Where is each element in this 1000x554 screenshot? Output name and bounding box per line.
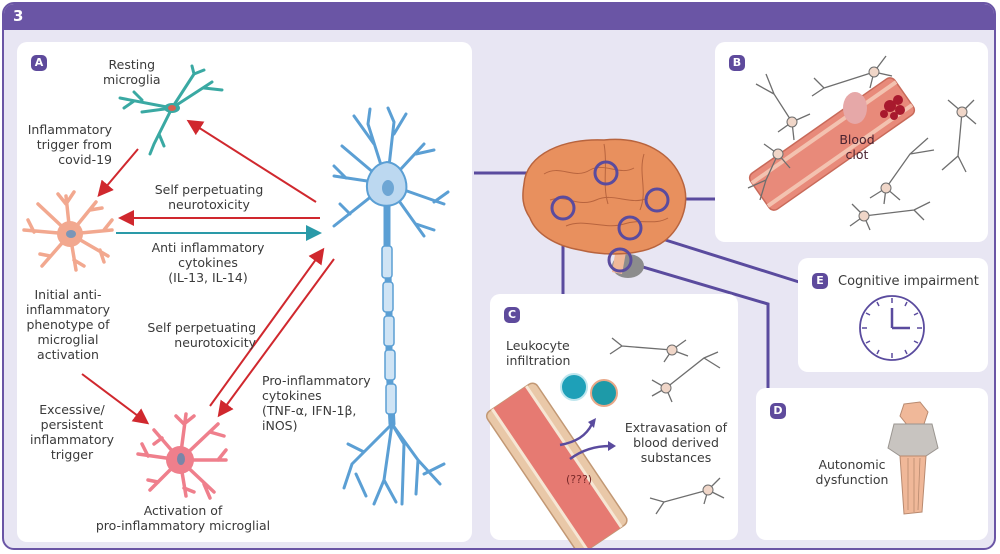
label-extravasation: Extravasation of blood derived substance… <box>616 420 736 465</box>
brain-marker-d <box>607 247 633 273</box>
medulla-lines <box>907 457 921 512</box>
panel-d-badge: D <box>770 403 786 419</box>
neurons-panel-b <box>747 55 977 231</box>
line: trigger <box>50 447 94 462</box>
myelin-sheaths <box>381 245 397 415</box>
brain-marker-c <box>550 195 576 221</box>
line: microglial <box>37 332 99 347</box>
clot-bulge <box>843 92 867 124</box>
line: persistent <box>40 417 104 432</box>
label-unknown: (???) <box>566 473 593 486</box>
line: Autonomic <box>818 457 886 472</box>
neurons-panel-c <box>609 337 725 515</box>
line: Leukocyte <box>506 338 570 353</box>
pro-inflammatory-microglia-nucleus <box>177 453 185 465</box>
line: clot <box>845 147 869 162</box>
brainstem-icon <box>887 401 939 515</box>
line: iNOS) <box>262 418 298 433</box>
neuron-nucleus <box>382 180 394 196</box>
line: (TNF-α, IFN-1β, <box>262 403 357 418</box>
panel-b-badge: B <box>729 55 745 71</box>
line: Extravasation of <box>624 420 728 435</box>
label-excessive-trigger: Excessive/ persistent inflammatory trigg… <box>26 402 118 462</box>
panel-a <box>17 42 472 542</box>
extravasation-arrows <box>559 423 611 461</box>
brain-gyri <box>543 143 669 227</box>
neuron-somas-b <box>772 66 968 222</box>
line: substances <box>640 450 712 465</box>
leukocyte-cell-1 <box>560 373 588 401</box>
brain-marker-b <box>644 187 670 213</box>
arrow-excessive-trigger <box>81 373 150 425</box>
label-inflammatory-trigger: Inflammatory trigger from covid-19 <box>24 122 112 167</box>
medulla <box>899 455 927 515</box>
line: Initial anti- <box>34 287 102 302</box>
line: Excessive/ <box>39 402 105 417</box>
line: Inflammatory <box>27 122 112 137</box>
brain-marker-a <box>593 160 619 186</box>
arrow-self-perpetuating-bottom <box>209 247 325 407</box>
brain <box>522 138 687 255</box>
leukocyte-cell-2 <box>590 379 618 407</box>
pons <box>887 423 939 457</box>
line: neurotoxicity <box>174 335 256 350</box>
line: pro-inflammatory microglial <box>95 518 271 533</box>
line: Self perpetuating <box>147 320 256 335</box>
panel-c-badge: C <box>504 307 520 323</box>
line: trigger from <box>36 137 112 152</box>
blood-clot-icon <box>880 95 905 120</box>
label-pro-inflammatory-cytokines: Pro-inflammatory cytokines (TNF-α, IFN-1… <box>262 373 371 433</box>
line: dysfunction <box>815 472 889 487</box>
label-anti-inflammatory-cytokines: Anti inflammatory cytokines (IL-13, IL-1… <box>138 240 278 285</box>
line: Pro-inflammatory <box>262 373 371 388</box>
label-blood-clot: Blood clot <box>832 132 882 162</box>
line: Anti inflammatory <box>151 240 265 255</box>
label-activation-pro: Activation of pro-inflammatory microglia… <box>90 503 276 533</box>
arrowhead <box>588 418 596 428</box>
line: Self perpetuating <box>154 182 264 197</box>
panel-d <box>756 388 988 540</box>
anti-inflammatory-microglia-nucleus <box>66 230 76 238</box>
label-self-perpetuating-top: Self perpetuating neurotoxicity <box>144 182 274 212</box>
line: covid-19 <box>58 152 112 167</box>
line: cytokines <box>262 388 322 403</box>
panel-e-badge: E <box>812 273 828 289</box>
figure-header: 3 <box>4 4 994 30</box>
panel-a-illustration <box>22 64 450 506</box>
arrow-neuron-to-resting <box>186 119 317 203</box>
label-leukocyte-infiltration: Leukocyte infiltration <box>506 338 570 368</box>
line: blood derived <box>633 435 719 450</box>
panel-b-illustration <box>747 55 977 231</box>
brain-marker-e <box>617 215 643 241</box>
panel-c-illustration <box>485 337 725 548</box>
connector-d <box>625 260 770 388</box>
line: neurotoxicity <box>168 197 250 212</box>
label-resting-microglia: Resting microglia <box>103 57 161 87</box>
panel-a-badge: A <box>31 55 47 71</box>
label-autonomic-dysfunction: Autonomic dysfunction <box>812 457 892 487</box>
label-initial-phenotype: Initial anti- inflammatory phenotype of … <box>18 287 118 362</box>
line: infiltration <box>506 353 571 368</box>
label-self-perpetuating-bottom: Self perpetuating neurotoxicity <box>140 320 256 350</box>
neuron-somas-c <box>660 344 714 496</box>
arrow-pro-inflammatory <box>217 258 335 418</box>
arrow-trigger-covid <box>97 148 139 198</box>
figure-number: 3 <box>13 7 24 25</box>
line: inflammatory <box>29 432 115 447</box>
line: activation <box>37 347 99 362</box>
line: (IL-13, IL-14) <box>168 270 248 285</box>
arrowhead <box>608 441 616 451</box>
line: Activation of <box>143 503 223 518</box>
midbrain <box>899 401 929 427</box>
line: cytokines <box>178 255 238 270</box>
line: inflammatory <box>25 302 111 317</box>
line: phenotype of <box>26 317 110 332</box>
label-cognitive-impairment: Cognitive impairment <box>838 274 979 289</box>
clock-ticks <box>862 298 922 358</box>
clock-icon <box>859 295 925 361</box>
brain-illustration <box>522 138 687 278</box>
resting-microglia-nucleus <box>168 105 176 111</box>
line: Blood <box>839 132 875 147</box>
